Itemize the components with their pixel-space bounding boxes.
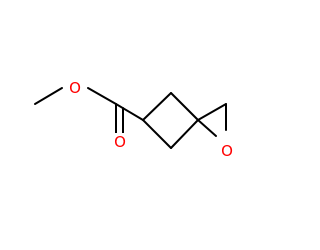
carbonyl-oxygen-label: O <box>114 133 126 151</box>
bond-epoxide-spiro-to-oxygen <box>197 119 217 137</box>
epoxide-oxygen-label: O <box>221 142 233 160</box>
carbonyl-oxygen-label-bg <box>112 133 128 151</box>
bond-epoxide-spiro-to-ch2 <box>197 103 227 121</box>
molecule-canvas: O O O <box>34 79 235 160</box>
bond-ring-top-left <box>142 92 172 121</box>
bond-carbonyl-to-ring <box>115 103 144 121</box>
bond-ring-top-right <box>170 92 199 121</box>
ester-oxygen-label-bg <box>67 79 83 97</box>
bond-ring-bottom-left <box>142 119 172 149</box>
molecule-structure: O O O <box>34 79 235 160</box>
bond-methyl-to-ester-oxygen <box>34 87 63 105</box>
ester-oxygen-label: O <box>69 79 81 97</box>
bond-ring-bottom-right <box>170 119 199 149</box>
epoxide-oxygen-label-bg <box>219 142 235 160</box>
bond-ester-oxygen-to-carbonyl-carbon <box>87 87 117 105</box>
